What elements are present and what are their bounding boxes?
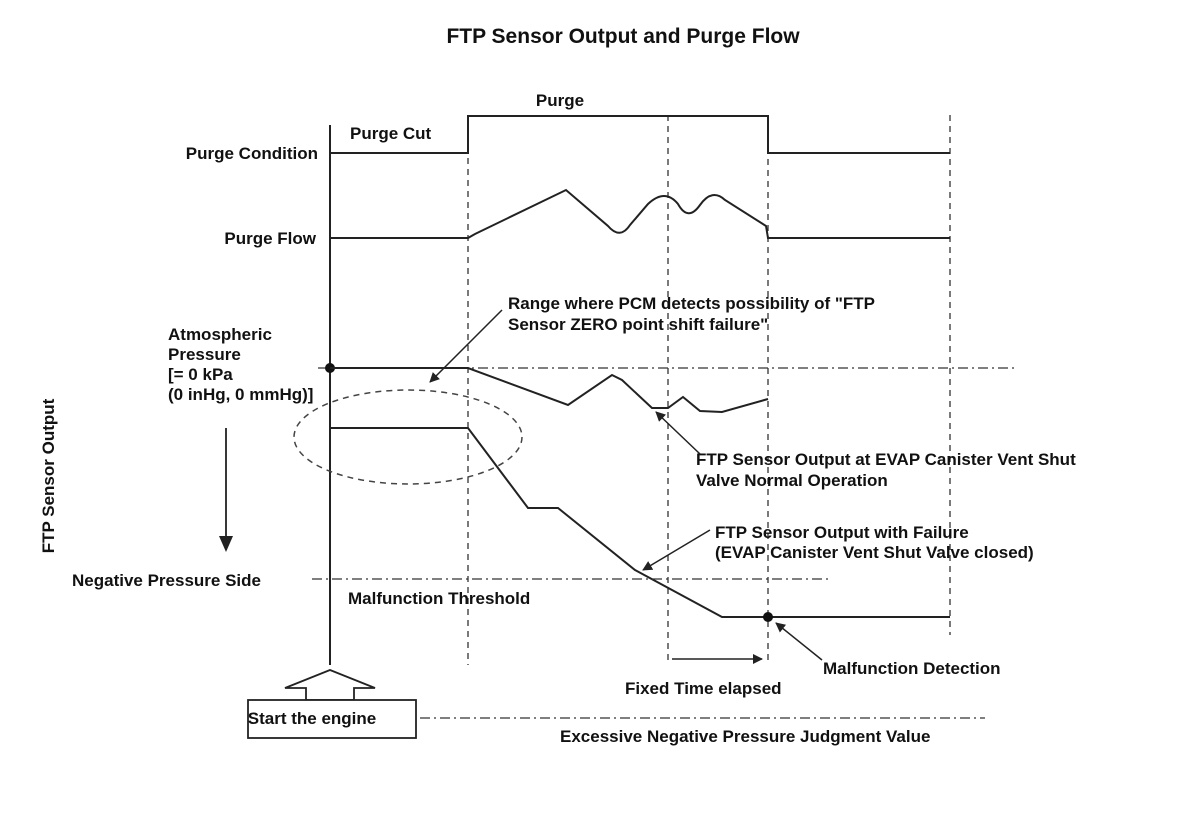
start-engine-box [247,699,417,739]
purge-flow-label: Purge Flow [224,229,316,248]
normal-annotation-line2: Valve Normal Operation [696,471,888,490]
zero-shift-range-ellipse [293,389,523,485]
malfunction-threshold-label: Malfunction Threshold [348,589,530,608]
ftp-sensor-output-axis-label: FTP Sensor Output [39,398,58,553]
failure-annotation-line1: FTP Sensor Output with Failure [715,523,969,542]
normal-arrow [655,411,701,455]
atmospheric-label-line2: Pressure [168,345,241,364]
fixed-time-label: Fixed Time elapsed [625,679,782,698]
normal-annotation-line1: FTP Sensor Output at EVAP Canister Vent … [696,450,1076,469]
diagram-title: FTP Sensor Output and Purge Flow [446,25,800,48]
negative-direction-arrowhead [219,536,233,552]
atmospheric-label-line3: [= 0 kPa [168,365,233,384]
malfunction-detection-dot [763,612,773,622]
excessive-negative-pressure-label: Excessive Negative Pressure Judgment Val… [560,727,930,746]
start-engine-arrow-icon [284,669,376,701]
malfunction-detection-label: Malfunction Detection [823,659,1001,678]
purge-label: Purge [536,91,584,110]
range-arrow [429,309,503,383]
failure-ftp-output-line [330,427,950,618]
failure-arrow [642,529,711,571]
malfunction-detection-arrow [775,622,823,661]
purge-condition-label: Purge Condition [186,144,318,163]
failure-annotation-line2: (EVAP Canister Vent Shut Valve closed) [715,543,1034,562]
purge-cut-label: Purge Cut [350,124,432,143]
negative-pressure-side-label: Negative Pressure Side [72,571,261,590]
normal-ftp-output-line [330,367,769,414]
atmospheric-label-line4: (0 inHg, 0 mmHg)] [168,385,313,404]
start-engine-label: Start the engine [248,709,376,728]
range-annotation-line2: Sensor ZERO point shift failure" [508,315,768,334]
purge-flow-line [330,188,950,239]
purge-condition-line [330,115,950,154]
range-annotation-line1: Range where PCM detects possibility of "… [508,294,875,313]
atmospheric-label-line1: Atmospheric [168,325,272,344]
